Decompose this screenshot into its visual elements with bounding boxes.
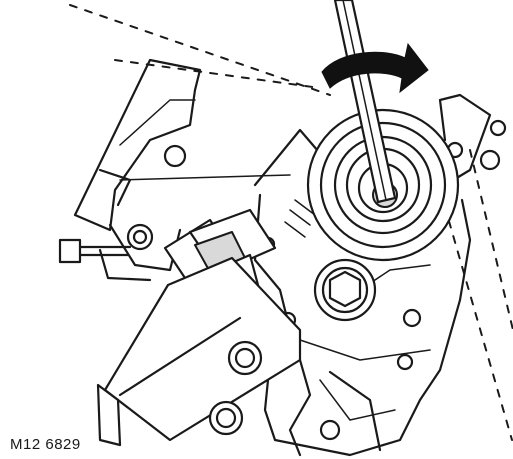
timing-belt-outline [69, 4, 513, 441]
allen-key-tool [333, 0, 397, 204]
idler-pulley-bolt [313, 258, 377, 322]
cylinder-head-casing [253, 93, 507, 457]
figure-reference-code: M12 6829 [10, 436, 81, 453]
lower-bracket [288, 358, 382, 457]
clockwise-rotation-arrow [321, 42, 429, 94]
tensioner-mounting-bolts [208, 340, 263, 436]
hydraulic-tensioner [96, 208, 302, 447]
